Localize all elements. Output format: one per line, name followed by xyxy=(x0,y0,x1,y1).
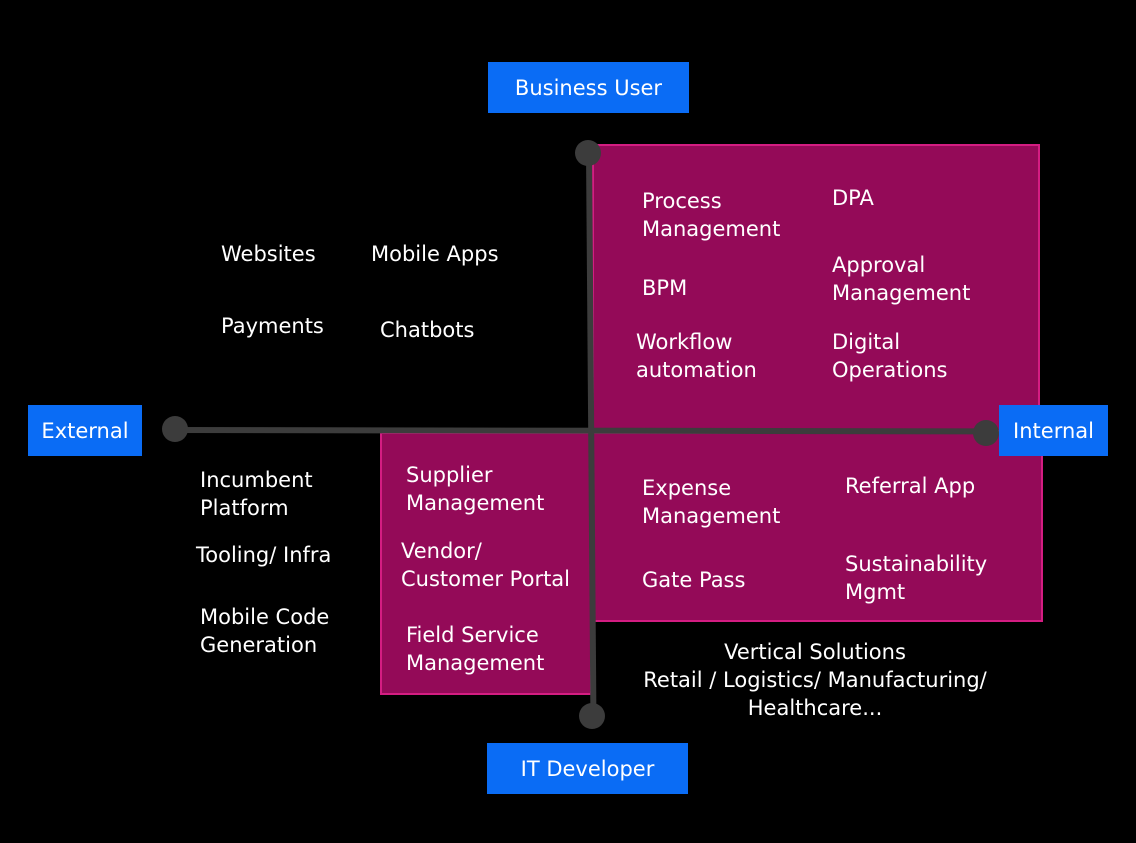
item-field-service-management: Field Service Management xyxy=(406,623,545,675)
item-gate-pass: Gate Pass xyxy=(642,568,746,592)
item-expense-management: Expense Management xyxy=(642,476,781,528)
item-bpm: BPM xyxy=(642,276,688,300)
internal-business-region xyxy=(592,144,1040,432)
item-chatbots: Chatbots xyxy=(380,318,475,342)
item-process-management: Process Management xyxy=(642,189,781,241)
vertical-solutions-note: Vertical Solutions Retail / Logistics/ M… xyxy=(643,640,987,720)
item-mobile-code-generation: Mobile Code Generation xyxy=(200,605,330,657)
item-vendor-customer-portal: Vendor/ Customer Portal xyxy=(401,539,571,591)
item-workflow-automation: Workflow automation xyxy=(636,330,757,382)
item-sustainability-mgmt: Sustainability Mgmt xyxy=(845,552,988,604)
item-payments: Payments xyxy=(221,314,324,338)
item-mobile-apps: Mobile Apps xyxy=(371,242,499,266)
axis-label-external: External xyxy=(28,405,142,456)
axis-label-internal: Internal xyxy=(999,405,1108,456)
axis-dot-bottom xyxy=(579,703,605,729)
item-referral-app: Referral App xyxy=(845,474,976,498)
axis-dot-right xyxy=(973,420,999,446)
item-approval-management: Approval Management xyxy=(832,253,971,305)
item-tooling-infra: Tooling/ Infra xyxy=(196,543,332,567)
axis-dot-left xyxy=(162,416,188,442)
item-digital-operations: Digital Operations xyxy=(832,330,948,382)
horizontal-axis-line xyxy=(174,427,988,435)
external-developer-region xyxy=(380,432,592,695)
item-incumbent-platform: Incumbent Platform xyxy=(200,468,313,520)
internal-developer-region xyxy=(592,432,1043,622)
item-dpa: DPA xyxy=(832,186,874,210)
axis-dot-top xyxy=(575,140,601,166)
axis-label-business-user: Business User xyxy=(488,62,689,113)
axis-label-it-developer: IT Developer xyxy=(487,743,688,794)
item-websites: Websites xyxy=(221,242,316,266)
item-supplier-management: Supplier Management xyxy=(406,463,545,515)
